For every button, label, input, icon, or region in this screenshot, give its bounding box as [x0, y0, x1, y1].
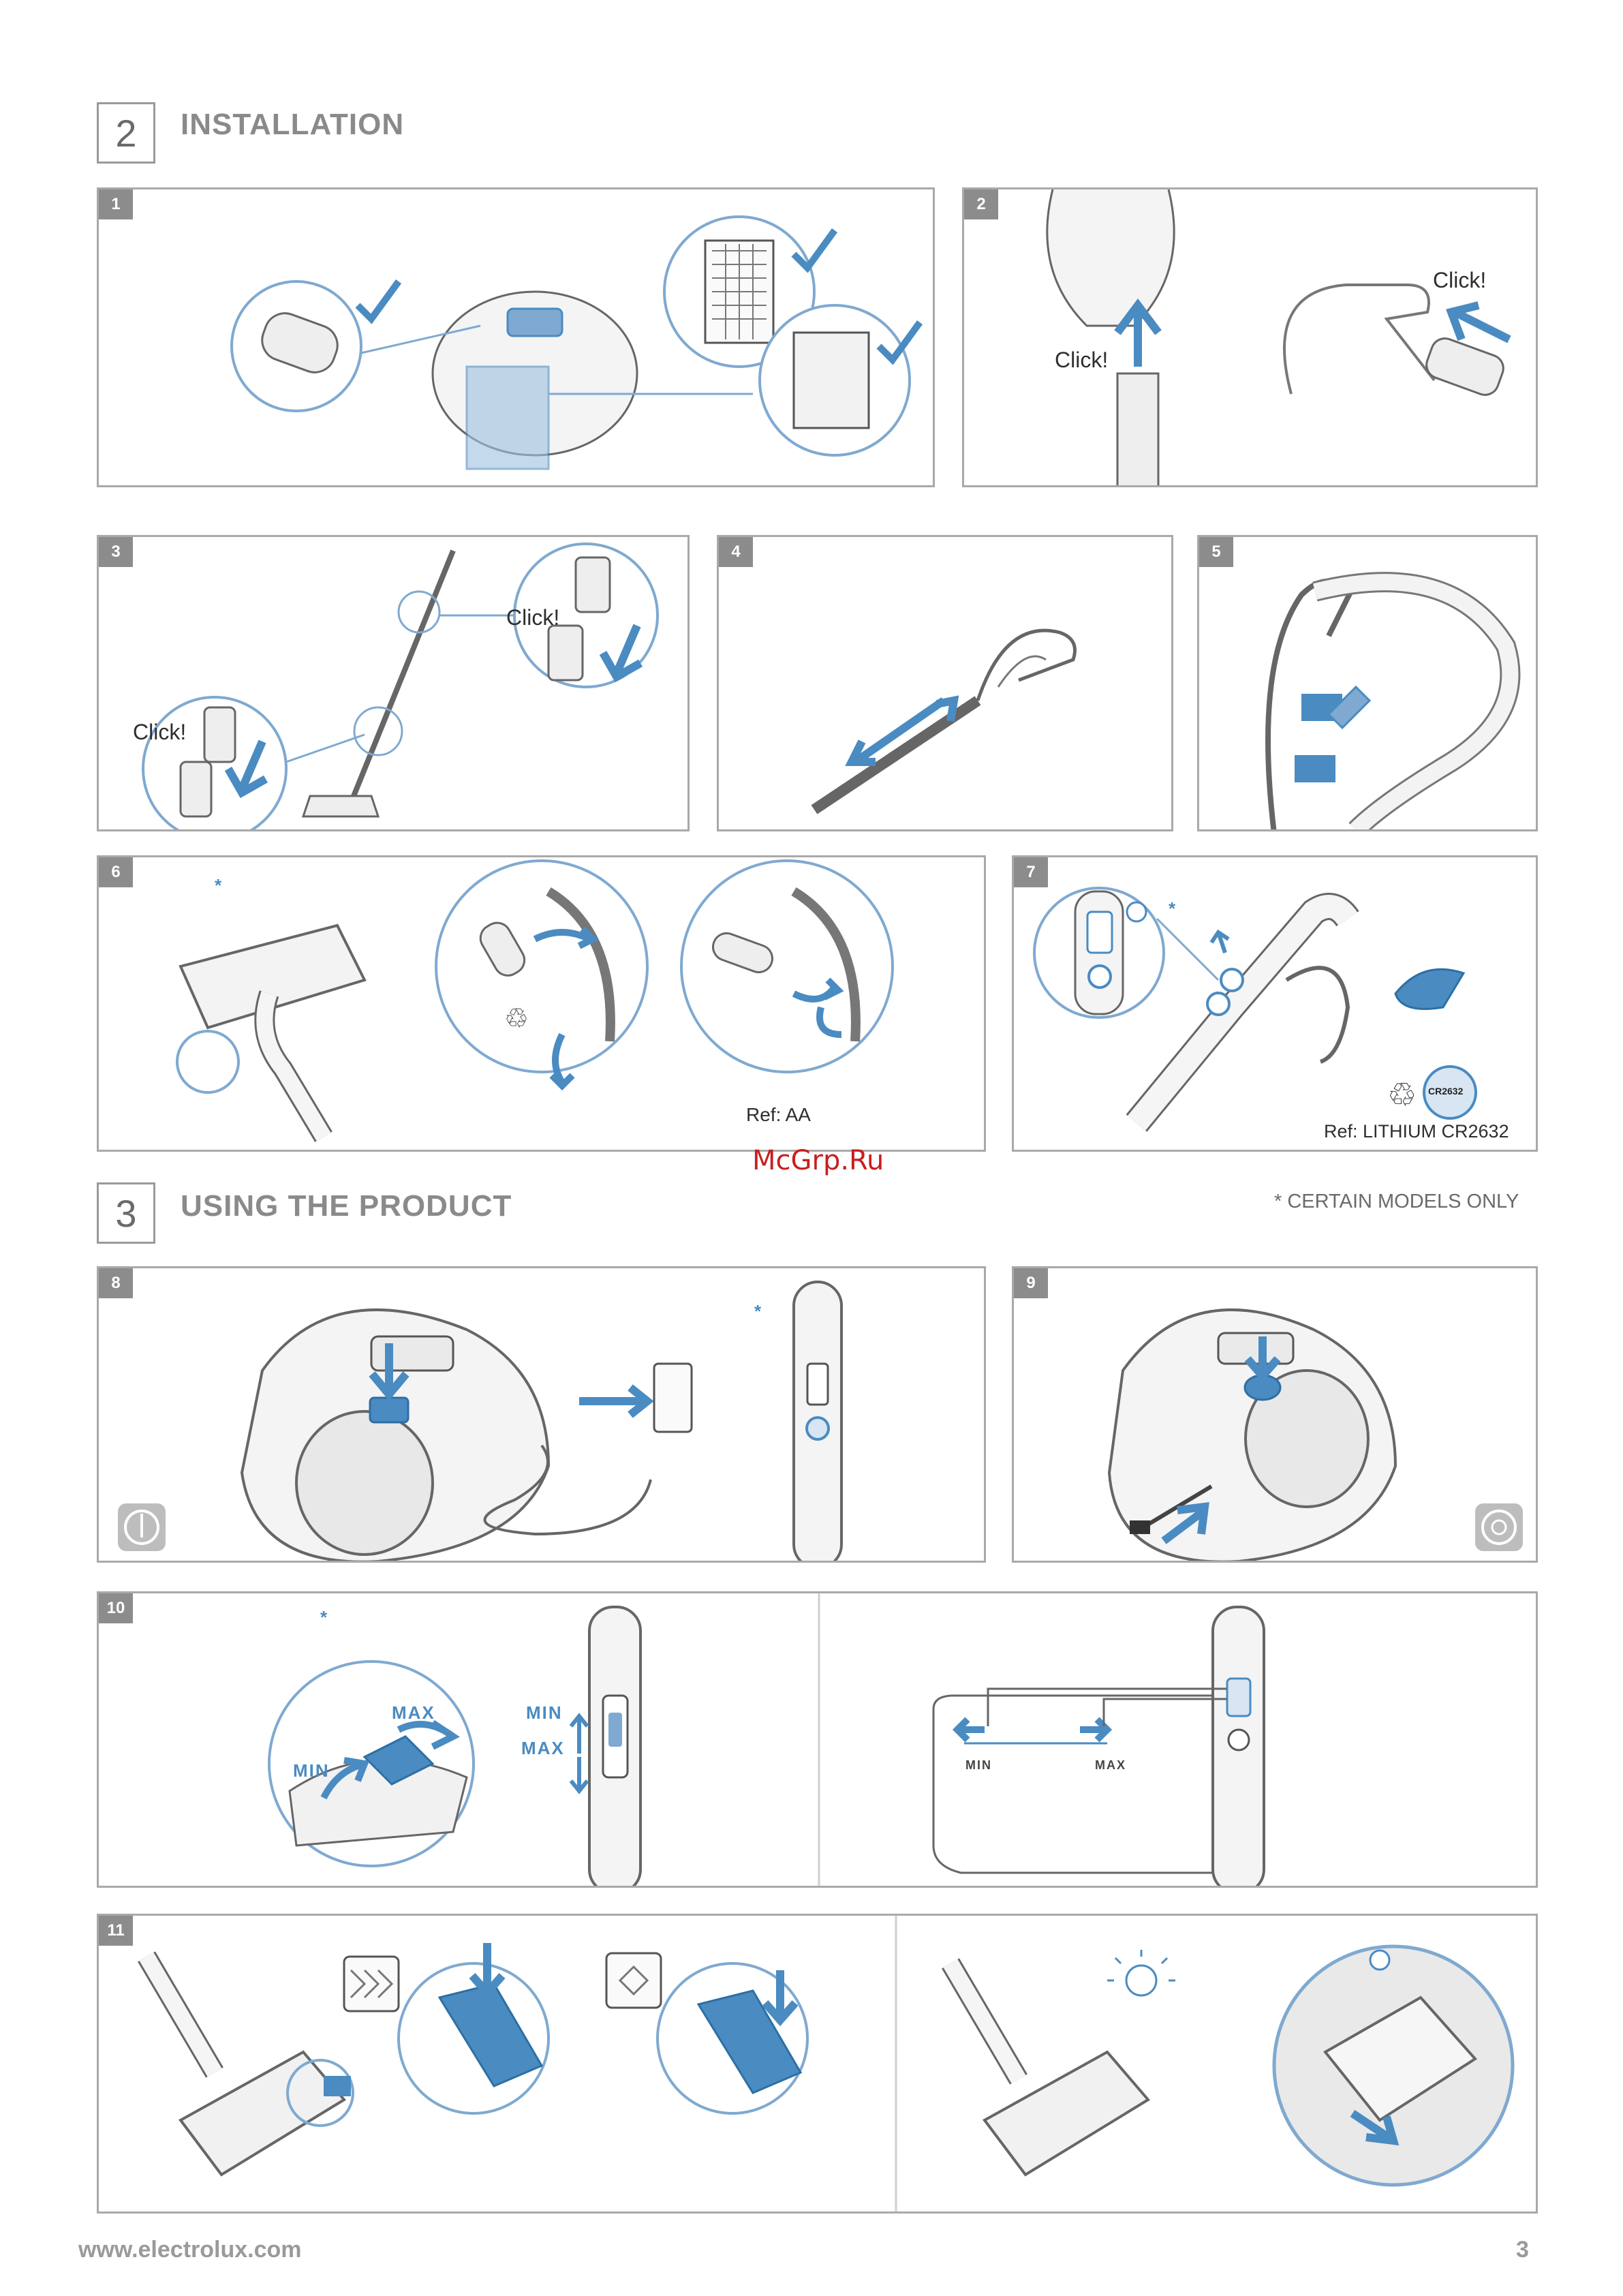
hose-holder-illustration [1199, 537, 1538, 831]
min-label: MIN [293, 1760, 330, 1781]
min-label: MIN [526, 1702, 563, 1724]
tube-assembly-illustration [99, 537, 690, 831]
telescopic-tube-illustration [719, 537, 1173, 831]
panel-5: 5 [1197, 535, 1538, 831]
section-number-installation: 2 [97, 102, 155, 164]
click-label: Click! [1055, 348, 1108, 373]
cord-rewind-illustration [1014, 1268, 1538, 1563]
certain-models-note: * CERTAIN MODELS ONLY [1274, 1191, 1519, 1213]
nozzle-battery-illustration: ♲ [99, 857, 986, 1152]
battery-ref-label: Ref: AA [746, 1104, 811, 1126]
min-label: MIN [965, 1758, 992, 1773]
svg-text:♲: ♲ [504, 1003, 529, 1035]
power-on-illustration [99, 1268, 986, 1563]
filters-illustration [99, 189, 935, 487]
section-title-installation: INSTALLATION [181, 108, 404, 142]
panel-7: 7 * ♲ CR2632 Ref: LITHIUM CR2632 [1012, 855, 1538, 1152]
section-number-using: 3 [97, 1182, 155, 1244]
panel-9: 9 [1012, 1266, 1538, 1563]
battery-ref-label: Ref: LITHIUM CR2632 [1324, 1121, 1509, 1142]
max-label: MAX [392, 1702, 435, 1724]
footer-website: www.electrolux.com [78, 2237, 302, 2263]
svg-text:♲: ♲ [1387, 1076, 1417, 1114]
panel-3: 3 Click! Click! [97, 535, 690, 831]
panel-8: 8 * [97, 1266, 986, 1563]
click-label: Click! [1433, 268, 1486, 293]
max-label: MAX [1095, 1758, 1126, 1773]
panel-1: 1 [97, 187, 935, 487]
hose-click-illustration [964, 189, 1538, 487]
max-label: MAX [521, 1738, 565, 1759]
panel-2: 2 Click! Click! [962, 187, 1538, 487]
panel-4: 4 [717, 535, 1173, 831]
click-label: Click! [506, 605, 559, 630]
panel-10: 10 * MAX MIN MIN MAX MIN MAX [97, 1591, 1538, 1888]
battery-cr2632-label: CR2632 [1428, 1086, 1463, 1097]
panel-11: 11 [97, 1914, 1538, 2214]
panel-6: 6 * ♲ Ref: AA [97, 855, 986, 1152]
section-title-using: USING THE PRODUCT [181, 1189, 512, 1223]
suction-power-illustration [99, 1593, 1538, 1888]
page-number: 3 [1516, 2237, 1529, 2263]
nozzle-settings-illustration [99, 1916, 1538, 2214]
click-label: Click! [133, 720, 186, 745]
watermark: McGrp.Ru [752, 1145, 884, 1176]
handle-battery-illustration: ♲ [1014, 857, 1538, 1152]
